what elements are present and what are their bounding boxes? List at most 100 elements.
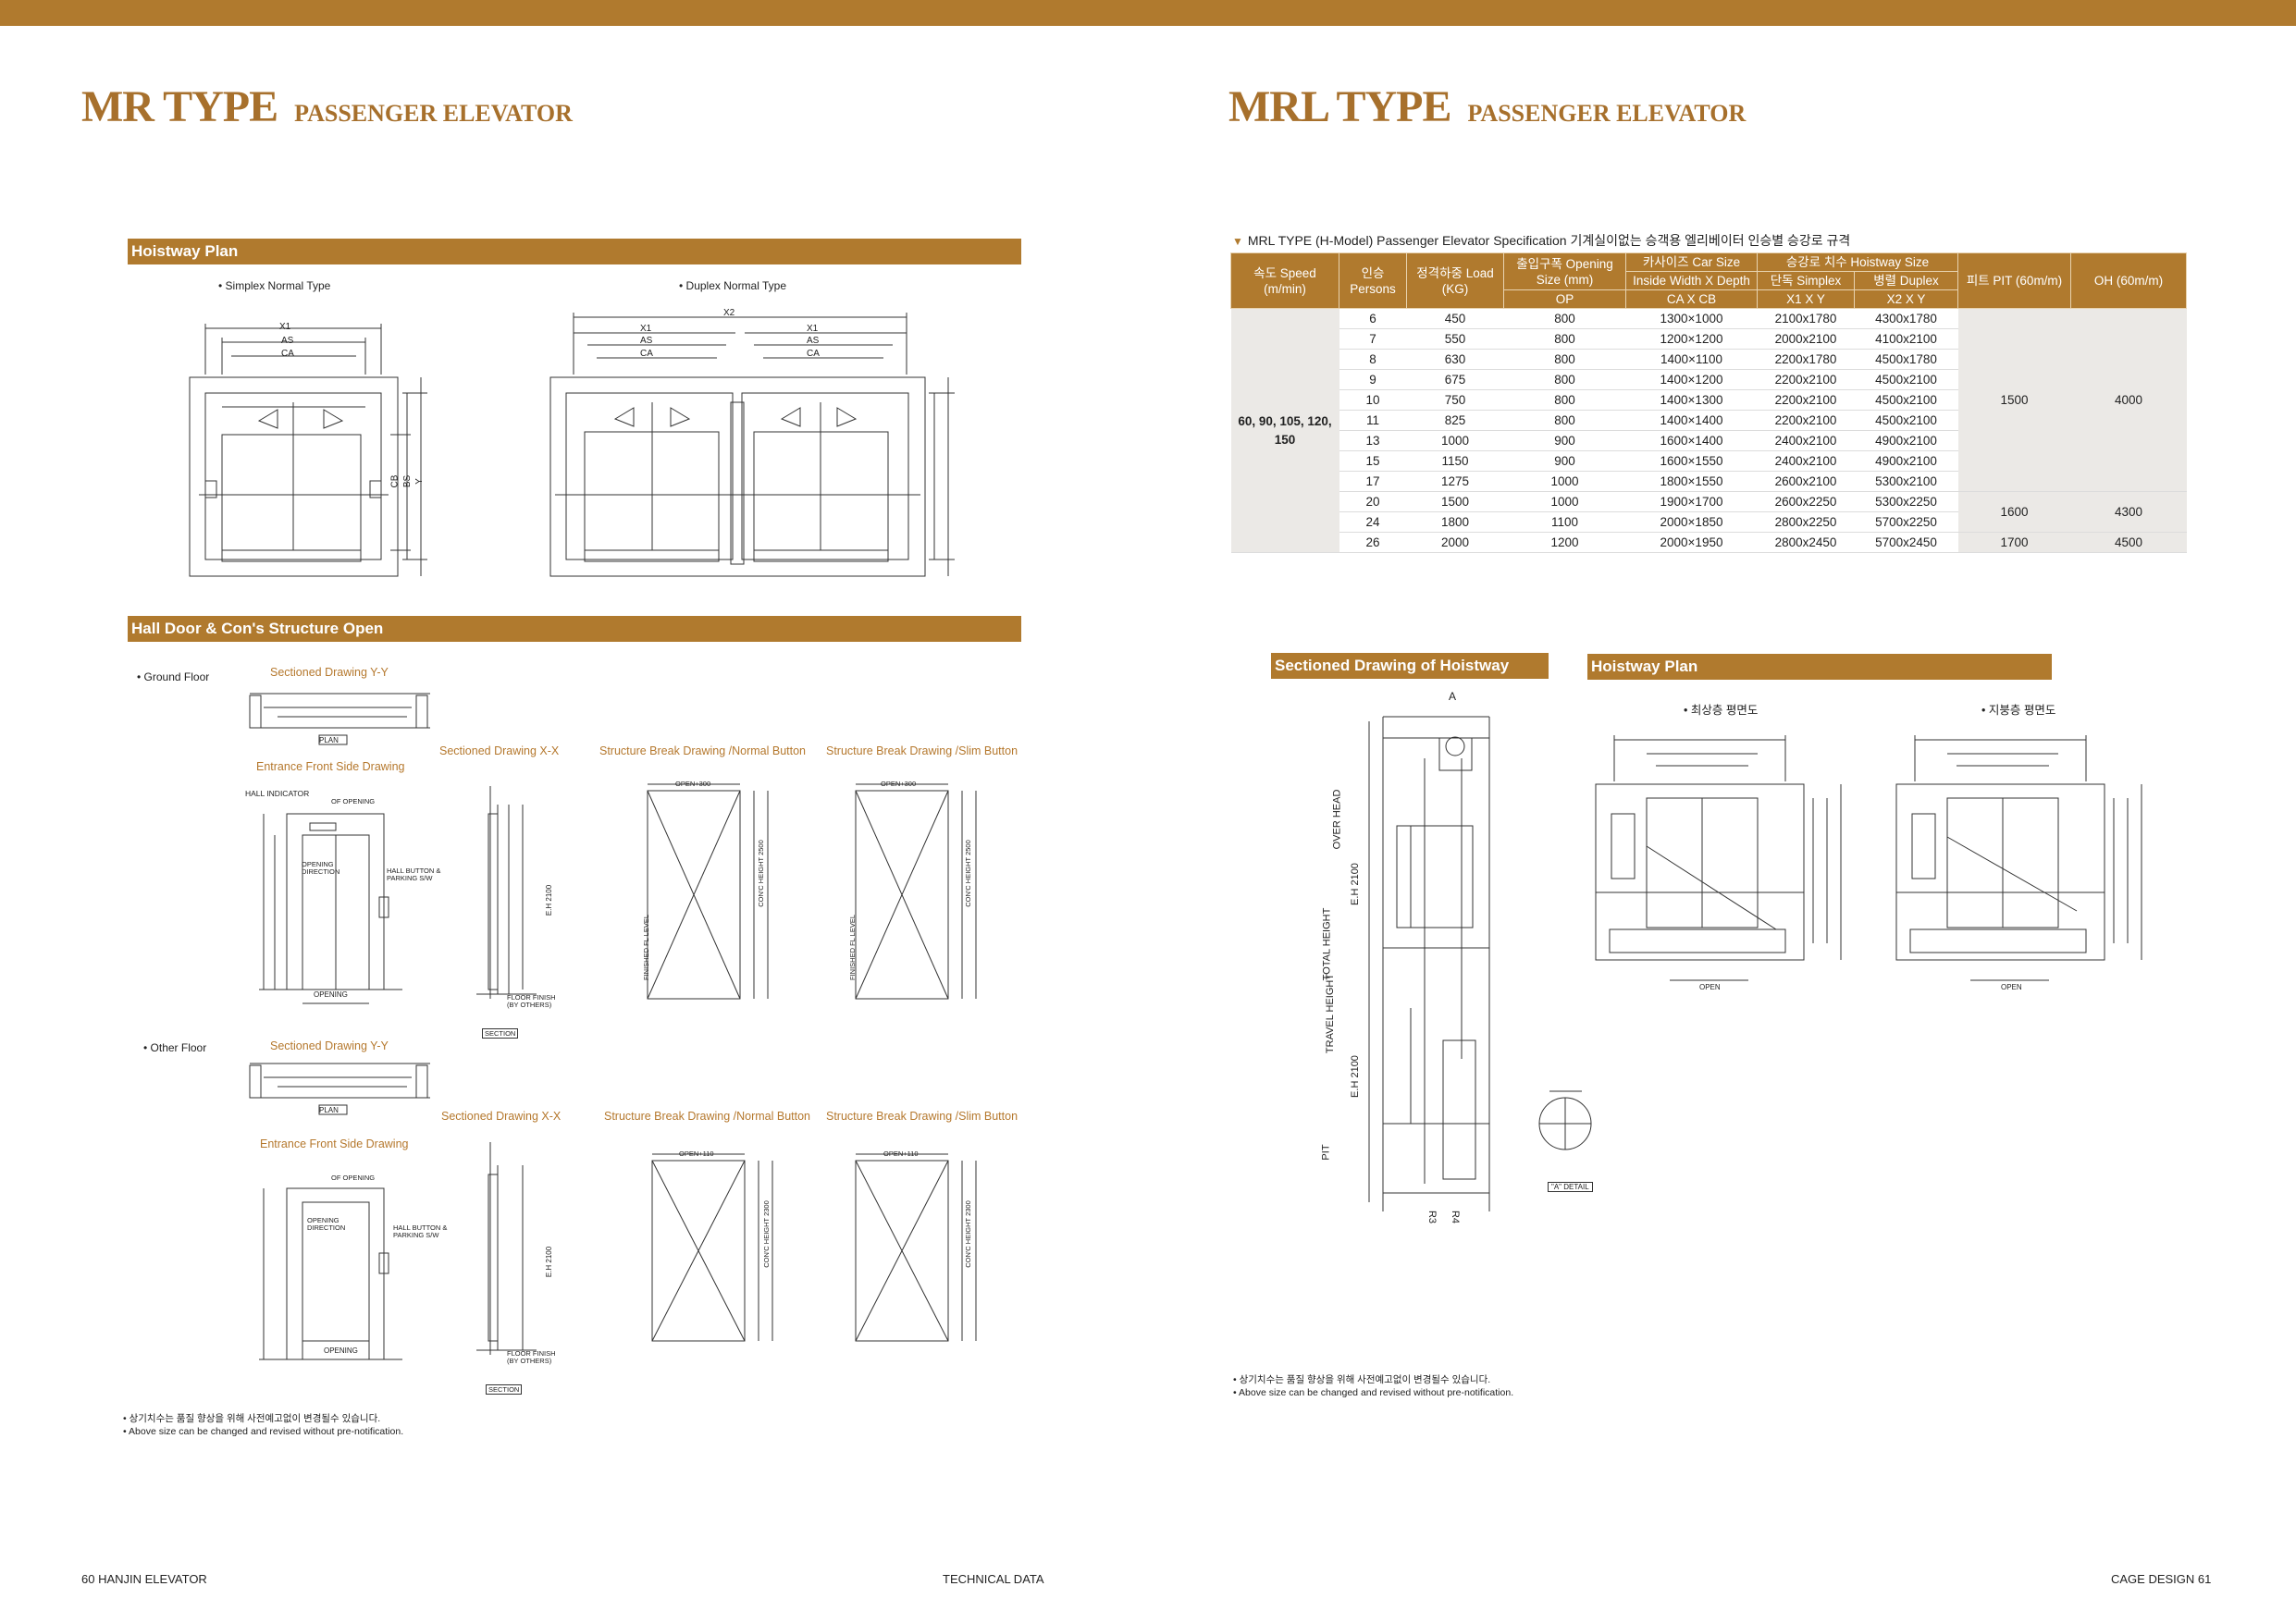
oh-cell: 4500	[2070, 532, 2187, 553]
eh2100-1: E.H 2100	[545, 884, 554, 916]
dim-bs: BS	[402, 474, 414, 488]
title-main-right: MRL TYPE	[1228, 82, 1451, 131]
section-tag-1: SECTION	[482, 1028, 519, 1039]
floor-finish-2: FLOOR FINISH (BY OTHERS)	[507, 1349, 556, 1365]
other-floor-label: • Other Floor	[143, 1041, 207, 1054]
table-cell: 4500x1780	[1854, 349, 1958, 370]
hall-indicator-1: HALL INDICATOR	[245, 789, 310, 798]
footer-center: TECHNICAL DATA	[943, 1572, 1044, 1586]
table-cell: 1200×1200	[1625, 328, 1758, 350]
table-cell: 5300x2100	[1854, 471, 1958, 492]
section-tag-2: SECTION	[486, 1384, 523, 1395]
table-cell: 2100x1780	[1757, 308, 1855, 329]
ground-section-xx-drawing	[476, 786, 537, 999]
th-op: OP	[1503, 289, 1626, 309]
break-slim-label-2: Structure Break Drawing /Slim Button	[826, 1110, 1018, 1123]
table-cell: 4500x2100	[1854, 389, 1958, 411]
table-cell: 1100	[1503, 511, 1626, 533]
table-cell: 1800×1550	[1625, 471, 1758, 492]
right-note-en: • Above size can be changed and revised …	[1233, 1387, 1514, 1398]
travel-height-label: TRAVEL HEIGHT	[1325, 973, 1337, 1054]
hoistway-plan-bar: Hoistway Plan	[128, 239, 1021, 264]
table-cell: 2000×1850	[1625, 511, 1758, 533]
simplex-hoistway-drawing	[189, 324, 427, 577]
spec-table: 속도 Speed (m/min) 인승 Persons 정격하중 Load (K…	[1230, 252, 2188, 553]
hall-door-bar: Hall Door & Con's Structure Open	[128, 616, 1021, 642]
table-caption-text: MRL TYPE (H-Model) Passenger Elevator Sp…	[1247, 233, 1851, 248]
table-cell: 1000	[1503, 491, 1626, 512]
roof-floor-plan-drawing	[1895, 735, 2142, 981]
table-cell: 2200x2100	[1757, 389, 1855, 411]
table-cell: 1600×1550	[1625, 450, 1758, 472]
table-cell: 1900×1700	[1625, 491, 1758, 512]
table-cell: 800	[1503, 369, 1626, 390]
footer-right: CAGE DESIGN 61	[2111, 1572, 2212, 1586]
footer-left: 60 HANJIN ELEVATOR	[81, 1572, 207, 1586]
title-sub: PASSENGER ELEVATOR	[294, 100, 573, 127]
over-head-label: OVER HEAD	[1331, 789, 1343, 850]
ground-entrance-front-drawing	[259, 813, 402, 1004]
break-normal-label-2: Structure Break Drawing /Normal Button	[604, 1110, 811, 1123]
ground-floor-label: • Ground Floor	[137, 670, 210, 683]
table-cell: 8	[1339, 349, 1407, 370]
a-detail-drawing	[1538, 1090, 1592, 1150]
table-cell: 9	[1339, 369, 1407, 390]
open-label-1: OPEN	[1699, 983, 1721, 991]
th-car-sub: Inside Width X Depth	[1625, 271, 1758, 290]
table-cell: 7	[1339, 328, 1407, 350]
table-cell: 800	[1503, 410, 1626, 431]
table-cell: 4500x2100	[1854, 369, 1958, 390]
table-cell: 4500x2100	[1854, 410, 1958, 431]
ground-break-slim-drawing	[855, 783, 977, 1000]
dim-ca-a: CA	[640, 349, 653, 359]
th-x1y: X1 X Y	[1757, 289, 1855, 309]
v2500-2: CON'C HEIGHT 2500	[963, 840, 972, 907]
table-cell: 1150	[1406, 450, 1504, 472]
table-cell: 4100x2100	[1854, 328, 1958, 350]
table-cell: 24	[1339, 511, 1407, 533]
dim-ca: CA	[281, 349, 294, 359]
pit-cell: 1600	[1957, 491, 2071, 533]
r4-label: R4	[1450, 1210, 1462, 1224]
plan-tag-2: PLAN	[319, 1106, 339, 1114]
table-cell: 800	[1503, 328, 1626, 350]
entrance-front-label-1: Entrance Front Side Drawing	[256, 760, 405, 773]
pit-cell: 1500	[1957, 308, 2071, 492]
table-caption: ▼MRL TYPE (H-Model) Passenger Elevator S…	[1232, 231, 1850, 250]
a-detail-tag: "A" DETAIL	[1548, 1182, 1593, 1192]
table-cell: 2200x1780	[1757, 349, 1855, 370]
marker-a: A	[1449, 690, 1457, 703]
v2300-1: CON'C HEIGHT 2300	[761, 1200, 771, 1268]
table-cell: 800	[1503, 389, 1626, 411]
table-cell: 1800	[1406, 511, 1504, 533]
open110-1: OPEN+110	[679, 1150, 714, 1158]
pit-cell: 1700	[1957, 532, 2071, 553]
table-cell: 750	[1406, 389, 1504, 411]
table-cell: 2400x2100	[1757, 430, 1855, 451]
th-persons: 인승 Persons	[1339, 252, 1407, 309]
simplex-label: • Simplex Normal Type	[218, 279, 331, 292]
sectioned-yy-label-2: Sectioned Drawing Y-Y	[270, 1039, 389, 1052]
ground-break-normal-drawing	[647, 783, 769, 1000]
table-cell: 675	[1406, 369, 1504, 390]
opening-1: OPENING	[314, 990, 348, 999]
table-cell: 550	[1406, 328, 1504, 350]
open300-1: OPEN+300	[675, 780, 711, 788]
other-section-xx-drawing	[476, 1142, 537, 1355]
table-cell: 5300x2250	[1854, 491, 1958, 512]
pit-label: PIT	[1320, 1144, 1332, 1161]
th-duplex: 병렬 Duplex	[1853, 271, 1959, 290]
table-cell: 2800x2250	[1757, 511, 1855, 533]
break-slim-label-1: Structure Break Drawing /Slim Button	[826, 744, 1018, 757]
table-cell: 800	[1503, 349, 1626, 370]
table-cell: 900	[1503, 430, 1626, 451]
dim-x2: X2	[723, 308, 735, 318]
dim-y: Y	[414, 478, 425, 485]
sectioned-yy-label-1: Sectioned Drawing Y-Y	[270, 666, 389, 679]
table-cell: 4900x2100	[1854, 450, 1958, 472]
